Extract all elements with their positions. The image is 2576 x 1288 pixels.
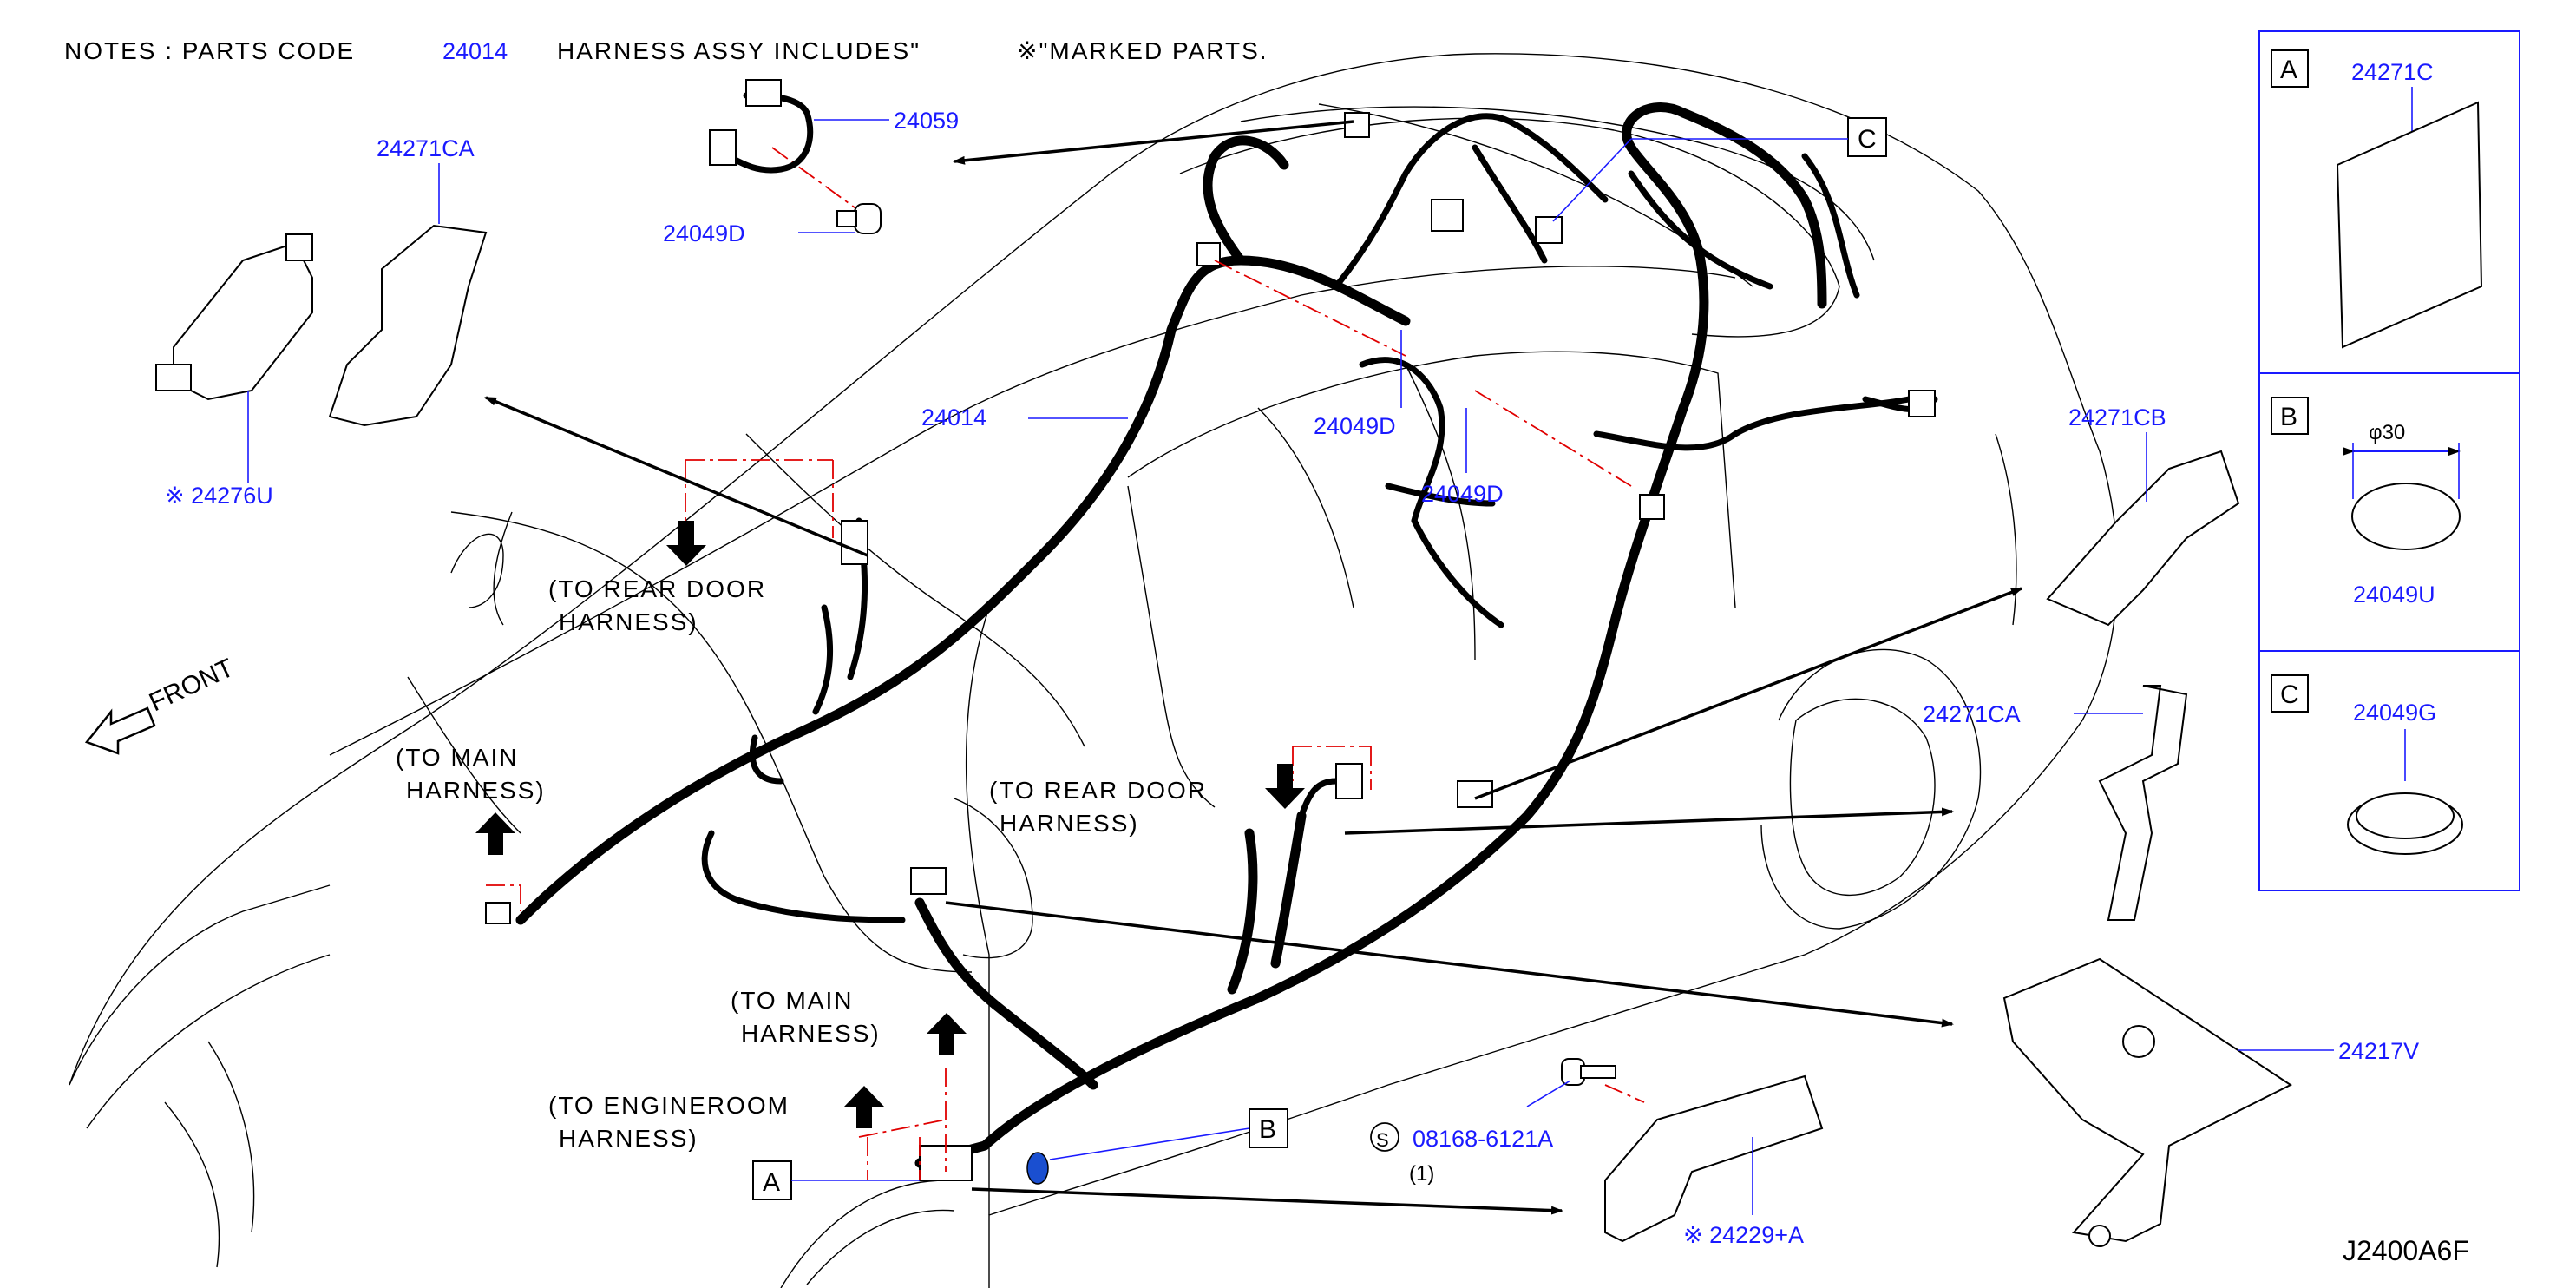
callout-a-box (752, 1160, 792, 1200)
plug-icon (1026, 1152, 1049, 1185)
detail-24271cb: 24271CB (2046, 404, 2240, 627)
connector-icon (485, 902, 511, 924)
clip-icon (1344, 112, 1370, 138)
connector-icon (709, 129, 737, 166)
reference-lines (486, 147, 1645, 1180)
connector-icon (1908, 390, 1936, 417)
to-rear-door-1-line1: (TO REAR DOOR (548, 575, 766, 602)
callout-b-box (1249, 1108, 1288, 1148)
bracket-icon (2002, 957, 2292, 1243)
legend-a-key: A (2280, 56, 2297, 84)
to-main-1-line2: HARNESS) (406, 777, 546, 804)
front-indicator: FRONT (84, 654, 239, 755)
part-24049d-right: 24049D (1421, 481, 1504, 507)
callout-c: C (1858, 125, 1877, 154)
detail-24271ca-right: 24271CA (1923, 685, 2188, 921)
part-24014: 24014 (921, 404, 986, 430)
connector-icon (745, 79, 782, 107)
connector-icon (1335, 763, 1363, 799)
bolt-icon (1561, 1058, 1616, 1086)
part-24276u: ※ 24276U (165, 483, 273, 509)
s-mark: S (1376, 1129, 1389, 1151)
hole-icon (2088, 1225, 2111, 1247)
part-24271cb: 24271CB (2068, 404, 2166, 430)
connector-icon (285, 233, 313, 261)
pad-icon (2336, 101, 2483, 349)
grommet-top-icon (2356, 792, 2455, 839)
bolt-icon (1431, 199, 1464, 232)
pad-icon (2098, 685, 2188, 921)
front-arrow-icon (84, 706, 156, 755)
connector-icon (155, 364, 192, 391)
bolt-icon (836, 203, 882, 234)
harness-connectors (485, 112, 1936, 1181)
part-24049d-mid: 24049D (1314, 413, 1396, 439)
notes-header: NOTES : PARTS CODE 24014 HARNESS ASSY IN… (64, 37, 1268, 64)
clip-icon (1639, 494, 1665, 520)
detail-24059: 24059 24049D (663, 79, 959, 246)
part-24271ca-left: 24271CA (377, 135, 475, 161)
harness-24014 (515, 102, 1938, 1168)
connector-icon (910, 867, 947, 895)
detail-arrows (484, 120, 2023, 1215)
clip-icon (1535, 216, 1563, 244)
pad-icon (328, 224, 488, 427)
legend-b-key: B (2280, 403, 2297, 431)
callout-c-box (1847, 117, 1887, 157)
notes-prefix: NOTES : PARTS CODE (64, 37, 355, 64)
part-08168-6121a: 08168-6121A (1413, 1126, 1553, 1152)
to-rear-door-2-line2: HARNESS) (1000, 810, 1139, 837)
insulator-icon (173, 241, 313, 401)
direction-arrows (475, 521, 1305, 1128)
notes-marked: ※"MARKED PARTS. (1017, 37, 1268, 64)
part-24271ca-right: 24271CA (1923, 701, 2021, 727)
part-24059: 24059 (894, 108, 959, 134)
front-label: FRONT (145, 654, 239, 718)
s-mark-icon (1370, 1122, 1399, 1152)
legend-a-part: 24271C (2351, 59, 2434, 85)
notes-part-code: 24014 (442, 38, 508, 64)
bracket-icon (841, 520, 868, 565)
to-main-2-line1: (TO MAIN (731, 987, 853, 1014)
vehicle-body-outline (69, 53, 2119, 1288)
part-24217v: 24217V (2338, 1038, 2419, 1064)
to-main-1-line1: (TO MAIN (396, 744, 518, 771)
module-icon (1604, 1074, 1824, 1243)
legend-b-part: 24049U (2353, 582, 2435, 608)
part-24229a: ※ 24229+A (1683, 1222, 1804, 1248)
legend-c-part: 24049G (2353, 700, 2436, 726)
notes-suffix: HARNESS ASSY INCLUDES" (557, 37, 921, 64)
clip-icon (1196, 242, 1221, 266)
legend-a: A 24271C (2271, 49, 2483, 349)
to-rear-door-1-line2: HARNESS) (559, 608, 698, 635)
harness-labels: 24014 24049D 24049D C (921, 117, 1887, 507)
hole-icon (2122, 1025, 2155, 1058)
legend-b-dim: φ30 (2369, 421, 2405, 444)
clip-icon (1457, 780, 1493, 808)
detail-24217v: 24217V (2002, 957, 2419, 1247)
to-engineroom-line2: HARNESS) (559, 1125, 698, 1152)
legend-b: B φ30 24049U (2271, 397, 2461, 608)
part-24049d-top: 24049D (663, 220, 745, 246)
callout-b: B (1259, 1115, 1276, 1144)
detail-24229: S 08168-6121A (1) ※ 24229+A (1370, 1058, 1824, 1248)
plug-icon (2351, 483, 2461, 550)
part-08168-qty: (1) (1409, 1162, 1434, 1186)
detail-24271ca-left: 24271CA ※ 24276U (155, 135, 488, 509)
legend-panel: A 24271C B φ30 24049U C 24049G (2258, 30, 2520, 891)
callout-a: A (763, 1168, 780, 1197)
to-engineroom-line1: (TO ENGINEROOM (548, 1092, 790, 1119)
to-main-2-line2: HARNESS) (741, 1020, 881, 1047)
pad-icon (2046, 450, 2240, 627)
figure-code: J2400A6F (2343, 1235, 2469, 1266)
connection-labels: (TO REAR DOOR HARNESS) (TO MAIN HARNESS)… (396, 575, 1207, 1152)
legend-c-key: C (2280, 680, 2299, 709)
body-callouts: A B (752, 1108, 1288, 1200)
legend-c: C 24049G (2271, 674, 2463, 855)
to-rear-door-2-line1: (TO REAR DOOR (989, 777, 1207, 804)
